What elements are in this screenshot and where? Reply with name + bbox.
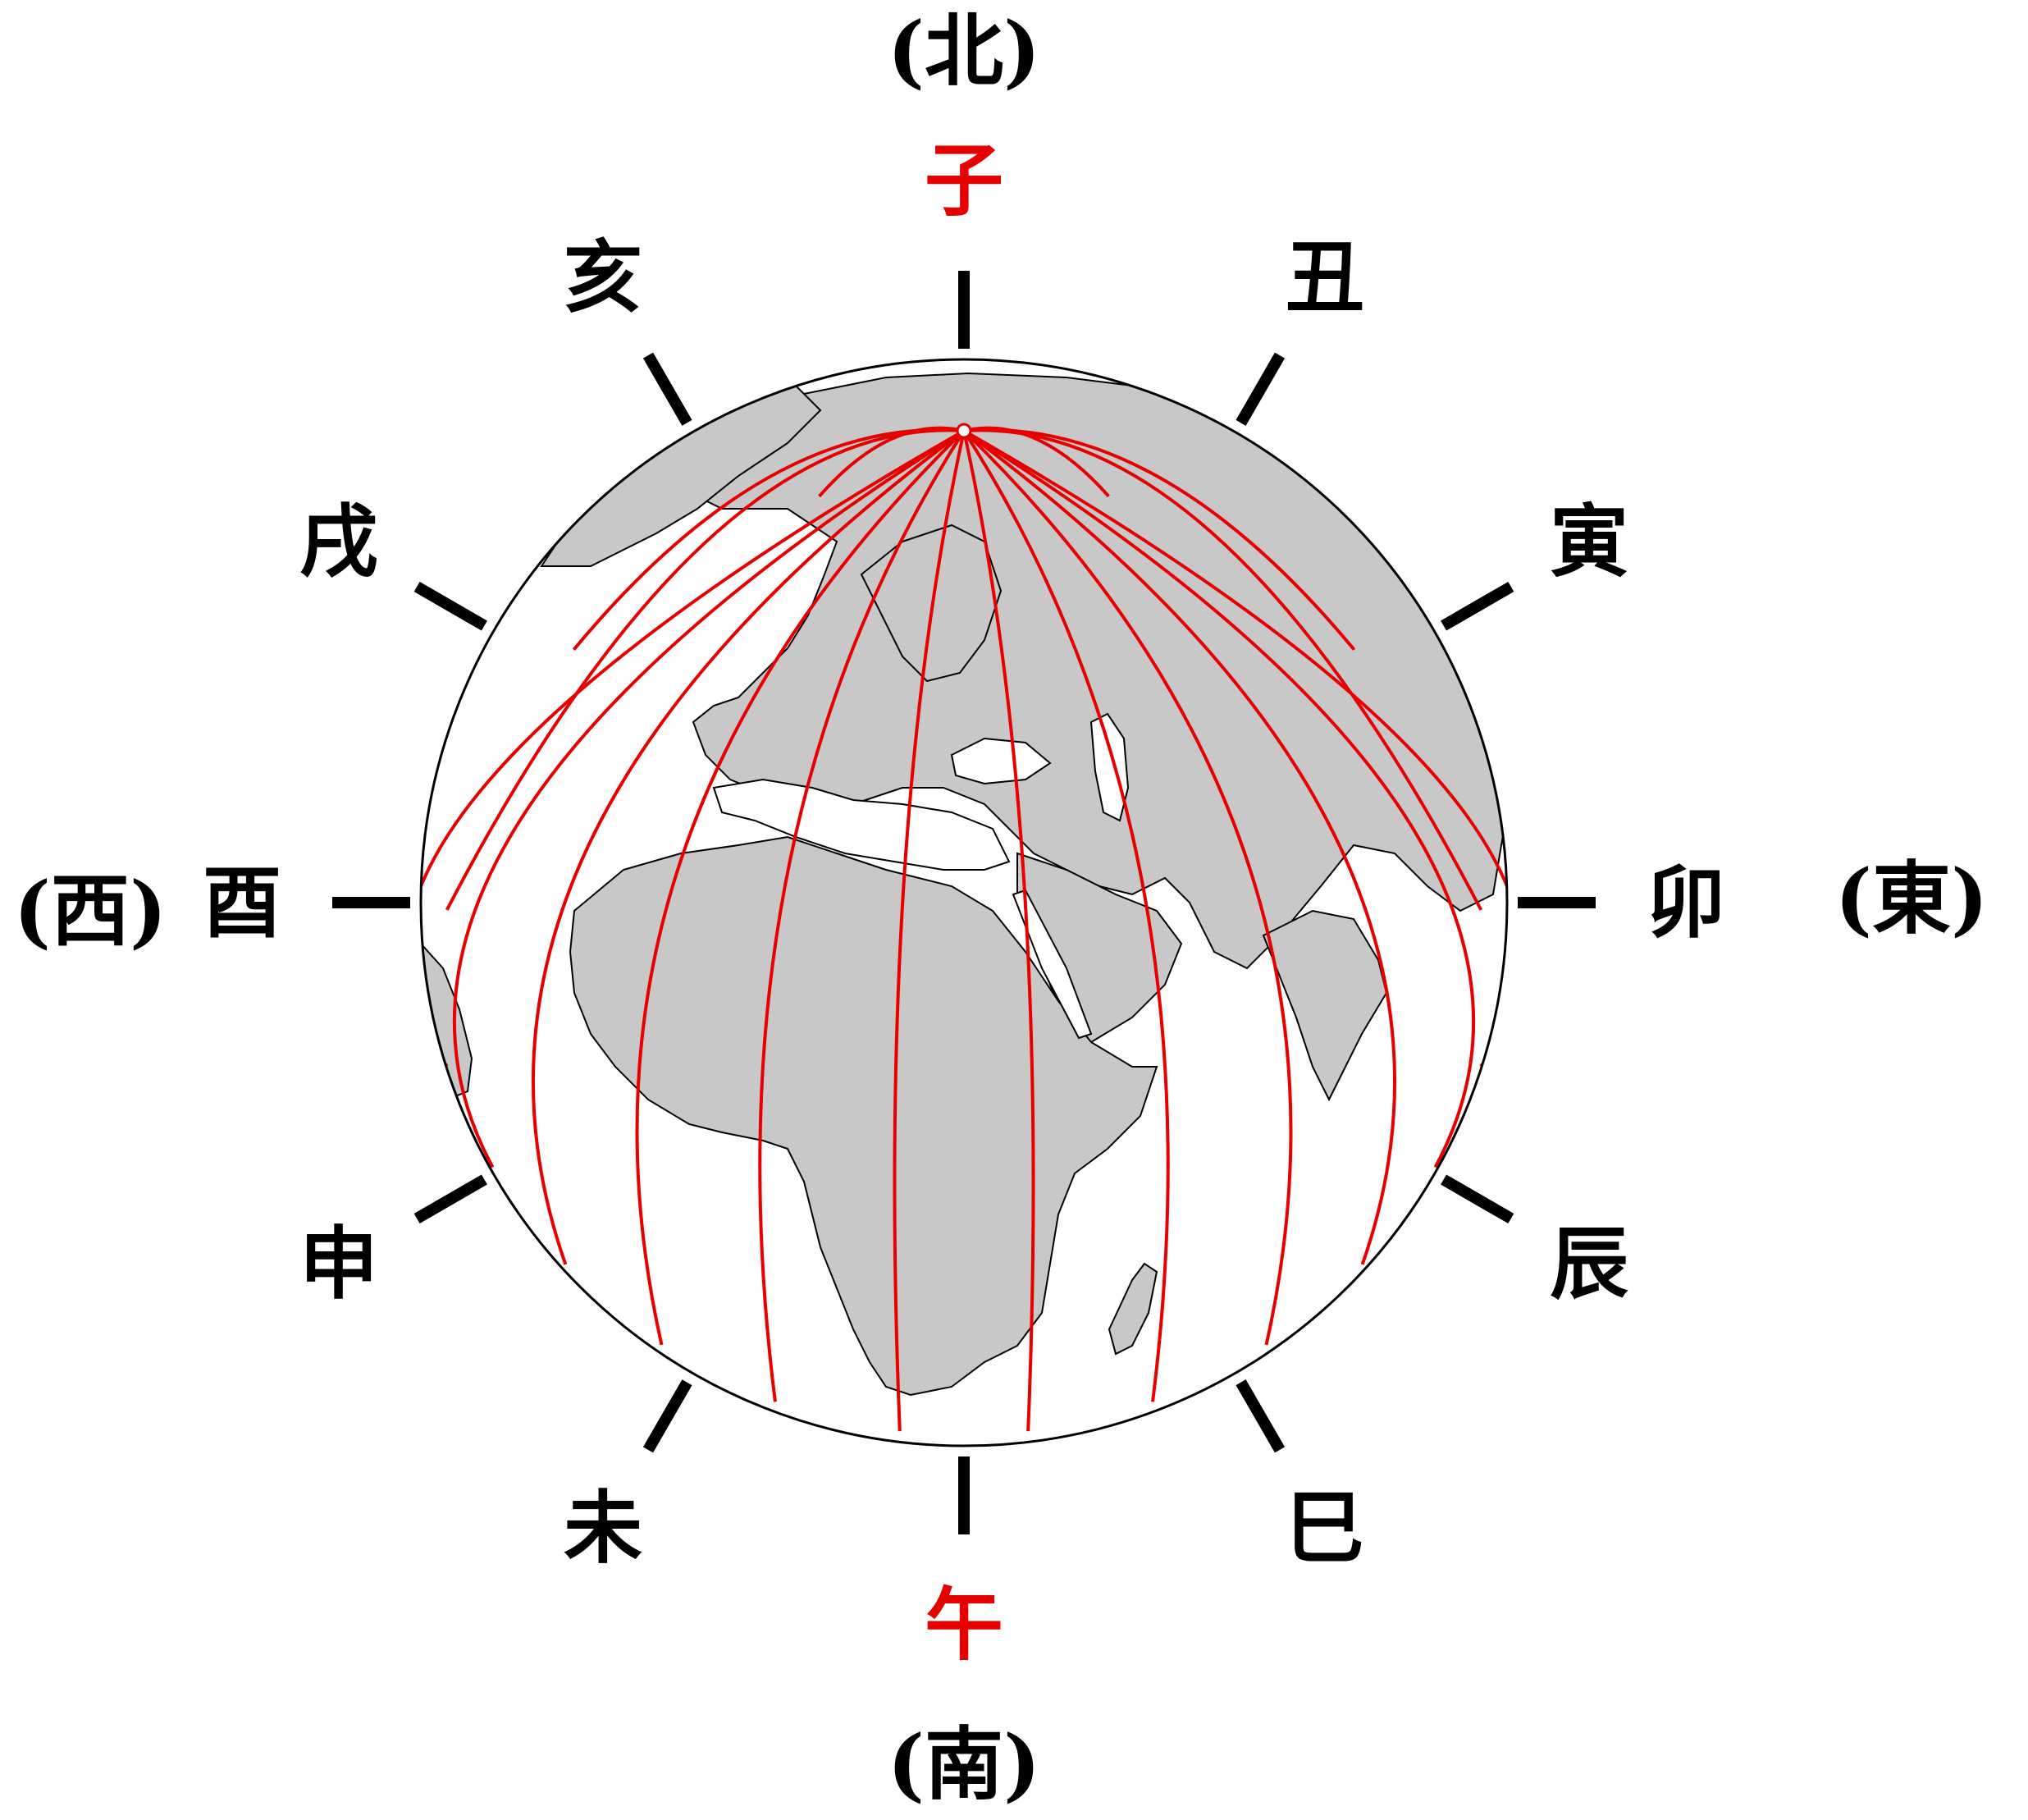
tick-7: [642, 1379, 692, 1453]
meridian-4: [962, 429, 1293, 1346]
branch-label-6: 午: [925, 1579, 1003, 1671]
meridian-arc-2: [818, 426, 965, 498]
tick-8: [413, 1174, 487, 1224]
meridian-3: [962, 429, 1397, 1265]
branch-label-2: 寅: [1550, 496, 1628, 588]
branch-label-3: 卯: [1647, 857, 1725, 949]
sea-black: [950, 737, 1052, 785]
globe-outline: [419, 358, 1509, 1447]
meridian-arc-4: [963, 428, 1356, 652]
tick-1: [1236, 352, 1286, 426]
branch-label-11: 亥: [564, 231, 642, 323]
tick-5: [1236, 1379, 1286, 1453]
direction-south: (南): [888, 1718, 1041, 1811]
branch-label-0: 子: [925, 135, 1003, 227]
direction-west: (西): [14, 865, 167, 958]
tick-4: [1441, 1174, 1514, 1224]
branch-ticks: [332, 271, 1596, 1534]
direction-east: (東): [1835, 853, 1989, 945]
tick-11: [642, 352, 692, 426]
landmass-madagascar: [1108, 1262, 1158, 1356]
meridian-arc-0: [445, 428, 965, 911]
meridian-7: [893, 430, 966, 1432]
sea-mediterranean: [712, 778, 1011, 871]
meridian-12: [421, 429, 965, 1068]
meridian-6: [962, 430, 1035, 1432]
meridian-arc-5: [963, 428, 1483, 911]
meridian-5: [962, 429, 1170, 1402]
branch-label-9: 酉: [203, 857, 281, 949]
meridian-11: [452, 429, 966, 1168]
branch-label-10: 戌: [299, 496, 378, 588]
landmasses: [421, 372, 1507, 1397]
branch-label-7: 未: [564, 1482, 642, 1575]
landmass-india: [1262, 909, 1388, 1102]
globe: [419, 358, 1509, 1447]
branch-label-4: 辰: [1550, 1218, 1628, 1310]
north-pole-marker: [956, 423, 972, 439]
meridian-9: [635, 429, 966, 1346]
direction-labels: (北) (南) (東) (西): [14, 5, 1989, 1811]
meridian-8: [758, 429, 966, 1402]
branch-label-5: 巳: [1286, 1482, 1364, 1575]
meridian-lines: [421, 426, 1507, 1432]
branch-label-1: 丑: [1286, 231, 1364, 323]
meridian-2: [962, 429, 1476, 1168]
meridian-1: [963, 429, 1507, 1068]
landmass-africa: [569, 835, 1158, 1397]
tick-2: [1441, 581, 1514, 631]
direction-north: (北): [888, 5, 1041, 98]
meridian-10: [531, 429, 966, 1265]
branch-label-8: 申: [299, 1218, 378, 1310]
tick-10: [413, 581, 487, 631]
